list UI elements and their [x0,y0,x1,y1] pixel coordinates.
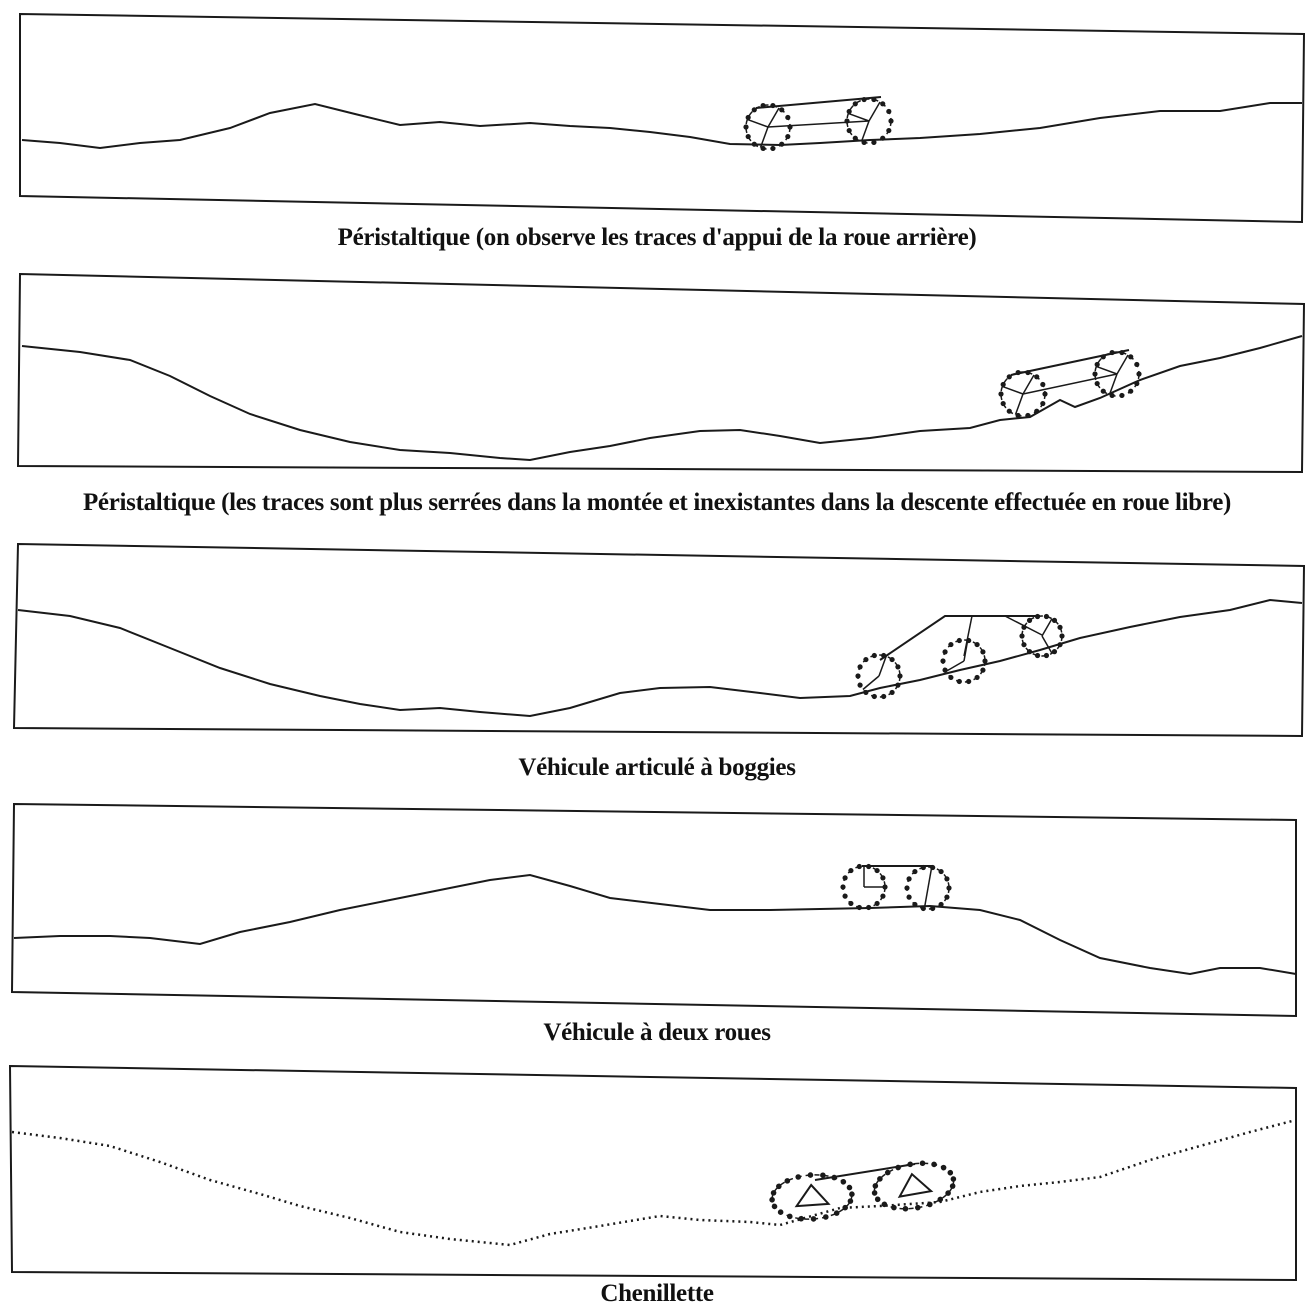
panel-peristaltic-2 [16,272,1306,474]
panel-articulated-bogie [12,542,1306,738]
peristaltic-vehicle [998,349,1142,419]
track-unit [871,1160,957,1212]
caption-panel-2: Péristaltique (les traces sont plus serr… [82,489,1232,516]
tracked-vehicle [769,1160,957,1222]
wheel [840,863,888,911]
terrain-profile-dotted [11,1118,1297,1247]
panel-frame [19,12,1306,224]
wheel [743,102,793,152]
caption-panel-1: Péristaltique (on observe les traces d'a… [337,224,977,251]
panel-frame [12,542,1306,738]
two-wheel-vehicle [840,863,952,912]
chassis-link [767,120,870,128]
terrain-profile [13,873,1297,976]
terrain-profile [21,102,1302,150]
wheel [998,369,1048,419]
track-triangle [794,1183,831,1208]
track-unit [769,1172,855,1222]
wheel [1092,349,1142,399]
caption-panel-5: Chenillette [600,1280,714,1307]
panel-frame [16,272,1306,474]
caption-panel-4: Véhicule à deux roues [543,1019,771,1046]
terrain-profile [21,335,1303,462]
panel-frame [8,1064,1297,1282]
wheel [940,637,988,685]
wheel [855,652,903,700]
terrain-profile [17,598,1303,718]
bogie-frame [879,615,1040,661]
wheel [1019,613,1065,659]
panel-peristaltic-1 [19,12,1306,224]
wheel [844,96,894,146]
caption-panel-3: Véhicule articulé à boggies [518,754,796,781]
wheel [904,864,952,912]
track-triangle [897,1172,934,1199]
chassis-link [1022,373,1118,395]
bogie-vehicle [855,613,1065,700]
panel-two-wheel [10,802,1297,1018]
panel-frame [10,802,1297,1018]
peristaltic-vehicle [743,96,894,152]
panel-tracked [8,1064,1297,1282]
